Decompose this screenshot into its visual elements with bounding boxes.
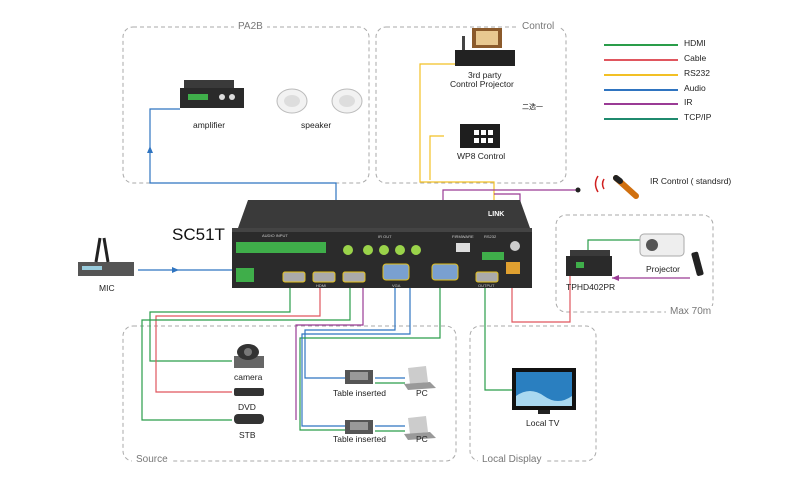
group-label-max-distance: Max 70m [666, 306, 716, 317]
legend-label: Cable [684, 53, 707, 63]
ir-remote-device [594, 175, 639, 199]
legend-label: RS232 [684, 68, 710, 78]
stb-device [234, 414, 264, 424]
speaker-label: speaker [301, 120, 332, 130]
dvd-device [234, 388, 264, 396]
legend-label: IR [684, 97, 693, 107]
vga-line-table-1 [304, 285, 396, 379]
diagram-title: SC51T [172, 225, 225, 244]
table-inserted-label-1: Table inserted [333, 388, 386, 398]
control-projector-label-2: Control Projector [450, 79, 514, 89]
panel-label-output: OUTPUT [478, 283, 495, 288]
hdmi-line-dvd [155, 285, 321, 393]
legend-line [604, 59, 678, 61]
legend-line [604, 74, 678, 76]
vga-line-table-2 [299, 285, 441, 431]
panel-label-hdmi: HDMI [316, 283, 327, 288]
projector-device [639, 233, 685, 257]
legend-item: Cable [604, 53, 800, 65]
group-label-control: Control [518, 21, 559, 32]
legend-label: TCP/IP [684, 112, 712, 122]
legend-label: Audio [684, 83, 706, 93]
legend-label: HDMI [684, 38, 706, 48]
source-group-box [122, 325, 457, 462]
tphd402pr-label: TPHD402PR [566, 282, 616, 292]
legend-item: RS232 [604, 68, 800, 80]
pc-device-1 [404, 366, 436, 390]
panel-label-rs232: RS232 [484, 234, 497, 239]
panel-label-vga: VGA [392, 283, 401, 288]
amplifier-device [180, 80, 244, 108]
wp8-device [460, 124, 500, 148]
mic-device [78, 237, 134, 276]
hdmi-line-camera [149, 285, 291, 362]
vga-line-table-2b [301, 285, 411, 427]
group-label-pa2b: PA2B [234, 21, 267, 32]
panel-label-firmware: FIRMWARE [452, 234, 474, 239]
control-projector-label-1: 3rd party [468, 70, 502, 80]
control-projector-device [455, 28, 515, 66]
local-tv-device [512, 368, 576, 414]
mic-label: MIC [99, 283, 115, 293]
legend-item: IR [604, 97, 800, 109]
pc-label-2: PC [416, 434, 428, 444]
cable-line-receiver [511, 270, 571, 323]
pc-device-2 [404, 416, 436, 440]
projector-remote-device [691, 251, 704, 276]
speaker-devices [276, 88, 363, 114]
sc51t-unit [232, 200, 532, 288]
table-inserted-device-2 [345, 420, 373, 434]
amplifier-label: amplifier [193, 120, 226, 130]
local-display-group-box [469, 325, 597, 462]
legend-line [604, 44, 678, 46]
hdmi-line-stb [141, 285, 351, 421]
tphd402pr-device [566, 250, 612, 276]
hdmi-line-tv [484, 285, 512, 391]
projector-label: Projector [646, 264, 681, 274]
group-label-local-display: Local Display [478, 454, 546, 465]
table-inserted-label-2: Table inserted [333, 434, 386, 444]
pc-label-1: PC [416, 388, 428, 398]
group-label-source: Source [132, 454, 172, 465]
table-inserted-device-1 [345, 370, 373, 384]
legend-line [604, 103, 678, 105]
dvd-label: DVD [238, 402, 256, 412]
or-note: 二选一 [522, 104, 543, 111]
legend-item: HDMI [604, 38, 800, 50]
local-tv-label: Local TV [526, 418, 560, 428]
legend-line [604, 118, 678, 120]
receiver-group-box [555, 214, 714, 313]
audio-line-amplifier [149, 108, 337, 232]
panel-label-audio-input: AUDIO INPUT [262, 233, 288, 238]
camera-label: camera [234, 372, 263, 382]
rs232-line-wp8 [429, 135, 444, 180]
wp8-label: WP8 Control [457, 151, 506, 161]
control-group-box [375, 26, 567, 184]
panel-label-ir-out: IR OUT [378, 234, 392, 239]
legend-item: Audio [604, 83, 800, 95]
panel-brand-logo: LINK [488, 211, 505, 218]
legend-line [604, 89, 678, 91]
pa2b-group-box [122, 26, 370, 184]
camera-device [234, 344, 264, 368]
stb-label: STB [239, 430, 256, 440]
ir-control-label: IR Control ( standsrd) [650, 176, 732, 186]
legend-item: TCP/IP [604, 112, 800, 124]
